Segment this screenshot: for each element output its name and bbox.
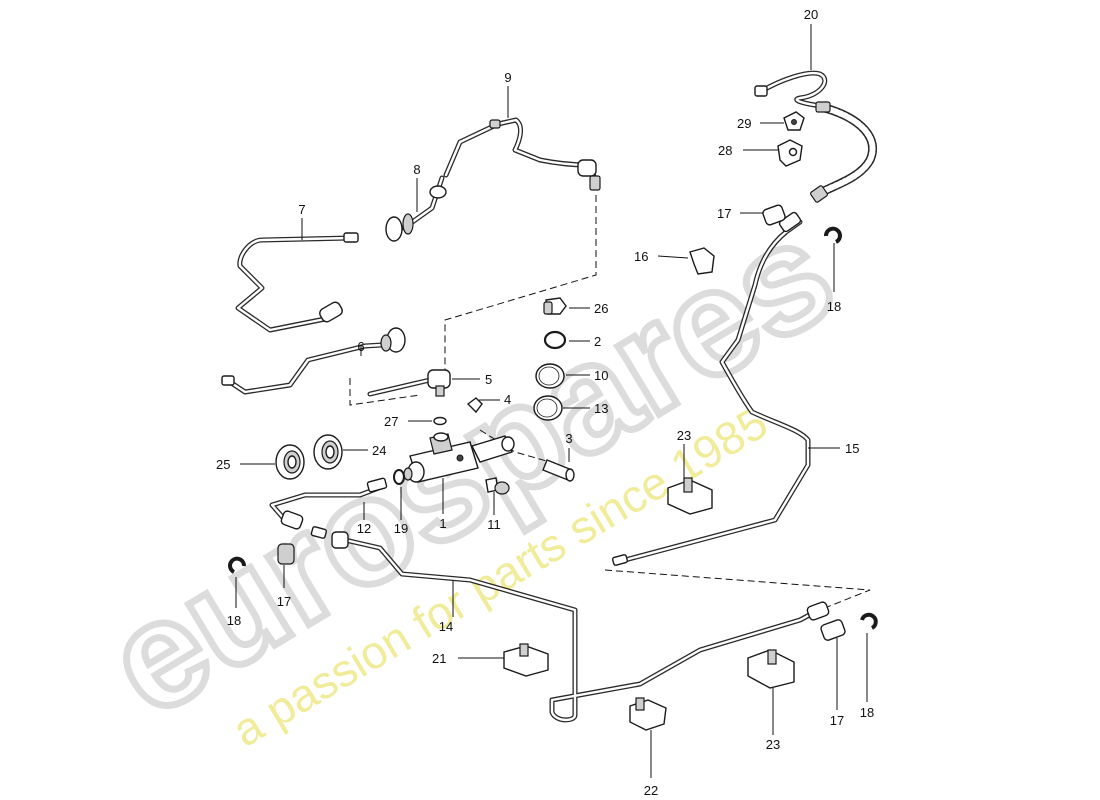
- callout-12: 12: [357, 521, 371, 536]
- callout-6: 6: [357, 339, 364, 354]
- callout-25: 25: [216, 457, 230, 472]
- part-7-pipe: [235, 232, 359, 333]
- callout-19: 19: [394, 521, 408, 536]
- callout-4: 4: [504, 392, 511, 407]
- callout-9: 9: [504, 70, 511, 85]
- part-18-clip: [228, 226, 878, 630]
- callout-16: 16: [634, 249, 648, 264]
- callout-22: 22: [644, 783, 658, 798]
- callout-18-top: 18: [827, 299, 841, 314]
- callout-17-left: 17: [277, 594, 291, 609]
- callout-23-top: 23: [677, 428, 691, 443]
- part-1-cylinder: [403, 432, 515, 483]
- part-9-pipe: [443, 117, 601, 191]
- callout-3: 3: [565, 431, 572, 446]
- callout-26: 26: [594, 301, 608, 316]
- part-21-clamp: [503, 643, 549, 677]
- part-5-fitting: [367, 369, 451, 397]
- part-23-clamp: [667, 477, 795, 689]
- callout-8: 8: [413, 162, 420, 177]
- part-20-hose: [754, 70, 878, 203]
- callout-24: 24: [372, 443, 386, 458]
- callout-20: 20: [804, 7, 818, 22]
- callout-18-bottom: 18: [860, 705, 874, 720]
- callout-10: 10: [594, 368, 608, 383]
- callout-1: 1: [439, 516, 446, 531]
- watermark: eurospares a passion for parts since 198…: [76, 183, 863, 756]
- callout-14: 14: [439, 619, 453, 634]
- part-24-bellows: [313, 434, 343, 470]
- part-22-clamp: [629, 697, 667, 731]
- part-6-pipe: [221, 327, 406, 395]
- callout-15: 15: [845, 441, 859, 456]
- callout-27: 27: [384, 414, 398, 429]
- callout-7: 7: [298, 202, 305, 217]
- part-19-washer: [393, 469, 405, 485]
- part-4-clip: [466, 397, 483, 414]
- callout-28: 28: [718, 143, 732, 158]
- callout-29: 29: [737, 116, 751, 131]
- part-25-bellows: [275, 444, 305, 480]
- callout-labels: 1 2 3 4 5 6 7 8 9 10 11 12 13 14 15 16 1…: [216, 7, 874, 798]
- part-15-pipe: [611, 211, 811, 566]
- callout-5: 5: [485, 372, 492, 387]
- part-27-o-ring: [433, 416, 447, 426]
- part-17-connector: [277, 204, 846, 641]
- part-13-seal: [533, 395, 563, 421]
- part-11-bolt: [485, 477, 510, 495]
- part-8-grommet: [385, 175, 447, 242]
- part-16-clip: [689, 247, 715, 275]
- part-12-pipe: [269, 477, 388, 530]
- leader-lines: [235, 24, 868, 778]
- part-14-pipe: [310, 526, 830, 723]
- part-26-cap: [543, 297, 567, 315]
- callout-11: 11: [487, 517, 501, 532]
- part-29-clip: [783, 111, 805, 131]
- part-28-bracket: [777, 139, 803, 167]
- callout-17-bottom: 17: [830, 713, 844, 728]
- callout-18-left: 18: [227, 613, 241, 628]
- callout-2: 2: [594, 334, 601, 349]
- callout-21: 21: [432, 651, 446, 666]
- part-3-pin: [542, 459, 575, 482]
- callout-17-top: 17: [717, 206, 731, 221]
- part-2-o-ring: [543, 330, 567, 350]
- callout-13: 13: [594, 401, 608, 416]
- callout-23-bottom: 23: [766, 737, 780, 752]
- part-10-seal: [535, 363, 565, 389]
